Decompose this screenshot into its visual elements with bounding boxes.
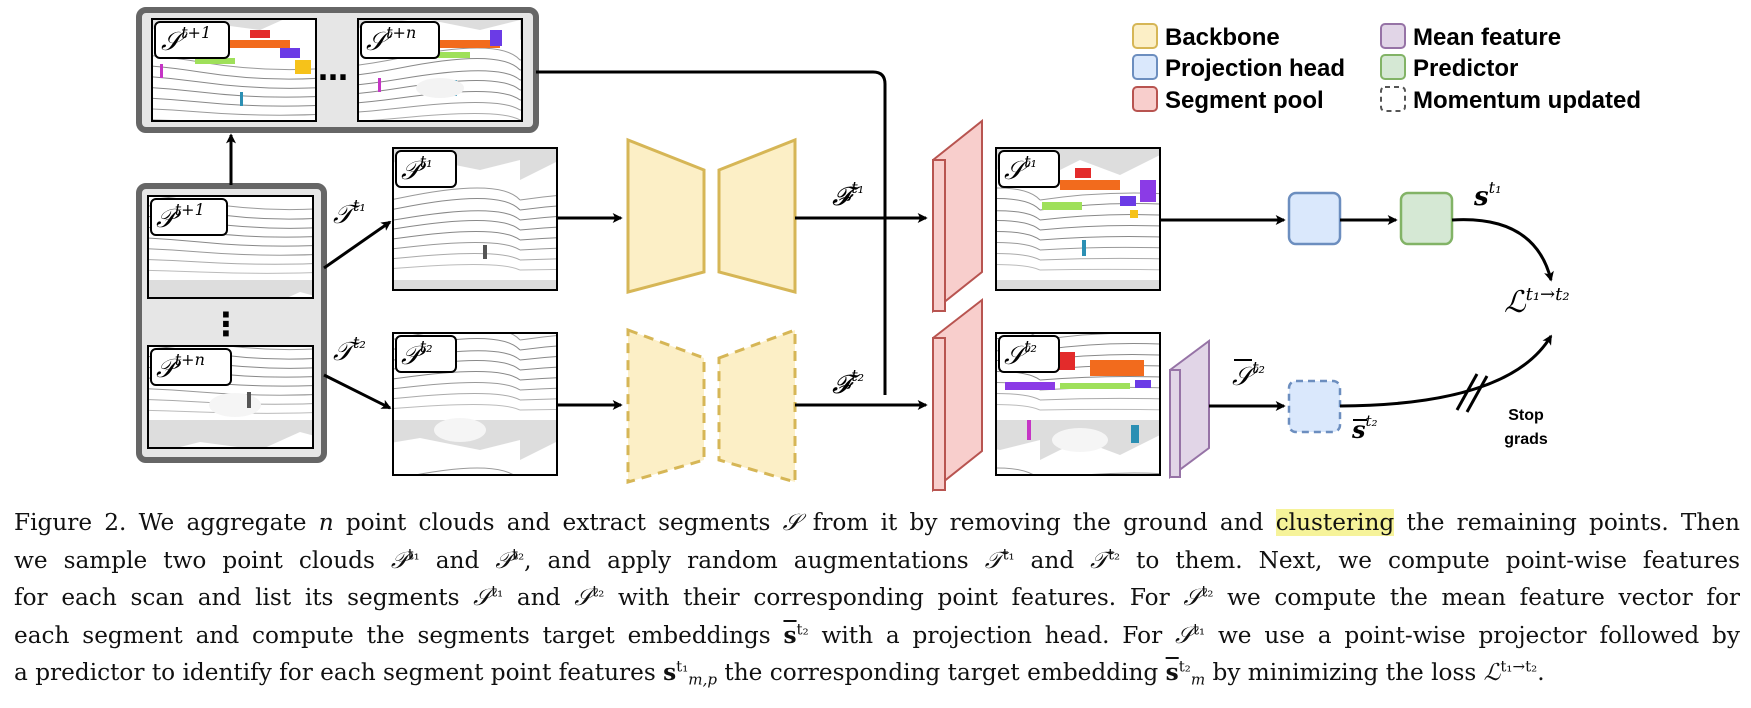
label-S-bar-t2: 𝒮t₂: [1232, 358, 1265, 392]
projection-head-online: [1287, 191, 1342, 246]
segment-scan-t-plus-1: 𝒮t+1: [151, 18, 317, 122]
aggregated-point-clouds-group: 𝒫t+1 ⋮ 𝒫t+n: [136, 183, 327, 463]
caption-line-1: Figure 2. We aggregate n point clouds an…: [14, 509, 1740, 536]
legend-projection-head: Projection head: [1132, 54, 1345, 82]
figure-caption: Figure 2. We aggregate n point clouds an…: [14, 504, 1740, 692]
label-T-t2: 𝒯t₂: [333, 333, 366, 367]
svg-text:Projection head: Projection head: [1165, 55, 1345, 82]
backbone-online: [626, 137, 797, 294]
legend-momentum-updated: Momentum updated: [1380, 86, 1641, 114]
aggregated-segments-group: 𝒮t+1 … 𝒮t+n: [136, 7, 539, 133]
label-F-t2: 𝓕t₂: [832, 366, 864, 400]
svg-text:Predictor: Predictor: [1413, 55, 1518, 82]
caption-line-4: each segment and compute the segments ta…: [14, 620, 1740, 649]
caption-line-2: we sample two point clouds 𝒫t₁ and 𝒫t₂, …: [14, 545, 1741, 574]
point-cloud-t-plus-1: 𝒫t+1: [147, 195, 314, 299]
stop-grad-mark-1: [1455, 373, 1479, 411]
segment-pool-t2: [932, 297, 983, 493]
legend: Backbone Projection head Segment pool Me…: [1132, 23, 1641, 114]
caption-line-3: for each scan and list its segments 𝒮t₁ …: [14, 582, 1741, 611]
stop-grad-mark-2: [1465, 375, 1489, 413]
mean-feature-slab: [1169, 339, 1210, 479]
label-F-t1: 𝓕t₁: [832, 178, 864, 212]
legend-backbone: Backbone: [1132, 23, 1280, 51]
arrow-online-to-loss: [1451, 218, 1554, 282]
legend-segment-pool: Segment pool: [1132, 86, 1324, 114]
stop-grads-label-2: grads: [1504, 431, 1548, 448]
svg-text:Backbone: Backbone: [1165, 24, 1280, 51]
label-s-t1: st₁: [1473, 178, 1501, 212]
segment-pool-t1: [932, 118, 983, 314]
label-P-t-plus-n: 𝒫t+n: [156, 350, 205, 384]
arrow-augment-t1: [323, 220, 392, 270]
horizontal-ellipsis: …: [318, 53, 348, 88]
svg-text:Mean feature: Mean feature: [1413, 24, 1561, 51]
legend-mean-feature: Mean feature: [1380, 23, 1561, 51]
point-cloud-t1: 𝒫t₁: [392, 147, 558, 291]
point-cloud-t-plus-n: 𝒫t+n: [147, 345, 314, 449]
svg-text:Momentum updated: Momentum updated: [1413, 87, 1641, 114]
loss-label: ℒt₁→t₂: [1504, 284, 1570, 320]
vertical-ellipsis: ⋮: [210, 305, 242, 343]
projection-head-momentum: [1287, 379, 1342, 434]
segmented-scan-t1: 𝒮t₁: [995, 147, 1161, 291]
highlighted-word: clustering: [1275, 509, 1395, 536]
segmented-scan-t2: 𝒮t₂: [995, 332, 1161, 476]
caption-line-5: a predictor to identify for each segment…: [14, 657, 1545, 689]
stop-grads-label-1: Stop: [1508, 407, 1544, 424]
segment-scan-t-plus-n: 𝒮t+n: [357, 18, 523, 122]
label-s-bar-t2: st₂: [1351, 412, 1378, 444]
svg-text:Segment pool: Segment pool: [1165, 87, 1324, 114]
backbone-momentum: [626, 327, 797, 484]
predictor-block: [1399, 191, 1454, 246]
arrow-augment-t2: [323, 373, 392, 410]
arrow-target-to-loss: [1339, 334, 1553, 408]
method-diagram: 𝒮t+1 … 𝒮t+n 𝒫t+1 ⋮ 𝒫t+n: [136, 7, 1641, 493]
legend-predictor: Predictor: [1380, 54, 1518, 82]
segment-connector: [536, 70, 887, 395]
point-cloud-t2: 𝒫t₂: [392, 332, 558, 476]
label-T-t1: 𝒯t₁: [333, 196, 366, 230]
